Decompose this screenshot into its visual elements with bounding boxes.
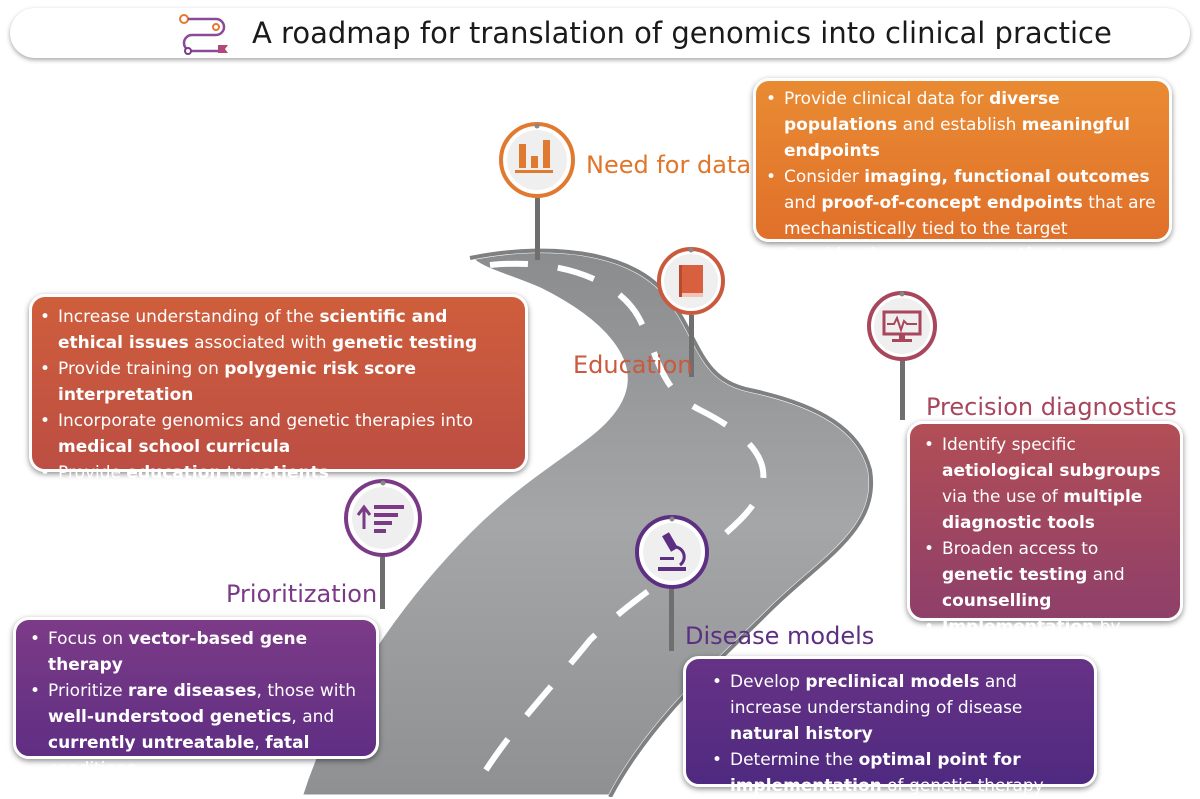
bullet-text-bold: imaging, functional outcomes <box>864 167 1150 187</box>
bullet-text: Identify specific <box>942 435 1076 455</box>
bullet-item: Determine the optimal point for implemen… <box>708 747 1084 799</box>
bullet-text: associated with <box>188 333 332 353</box>
box-prioritization: Focus on vector-based gene therapyPriori… <box>13 617 379 779</box>
bullet-text: Provide training on <box>58 359 225 379</box>
bullet-text-bold: currently untreatable <box>48 733 255 753</box>
bullet-item: Focus on vector-based gene therapy <box>26 626 368 678</box>
bullet-item: Provide training on polygenic risk score… <box>36 356 515 408</box>
bullet-item: Broaden access to genetic testing and co… <box>920 536 1172 614</box>
bullet-text-bold: polygenic risk score interpretation <box>58 359 416 405</box>
bullet-text: Focus on <box>48 629 129 649</box>
bar-chart-icon <box>515 140 553 173</box>
monitor-heartbeat-icon <box>882 310 922 342</box>
bullet-text: and <box>784 193 822 213</box>
sign-disease-models <box>632 513 712 657</box>
bullet-text: Provide <box>58 463 127 483</box>
bullet-text-bold: Implementation <box>942 617 1095 637</box>
bullet-text: of genetic therapy <box>881 776 1044 796</box>
bullet-text-bold: multiple diagnostic tools <box>942 487 1143 533</box>
bullet-text-bold: genetic testing <box>331 333 478 353</box>
book-icon <box>679 265 703 297</box>
bullet-item: Provide education to patients <box>36 460 515 486</box>
box-disease-models: Develop preclinical models and increase … <box>683 656 1097 796</box>
bullet-text-bold: medical school curricula <box>58 437 291 457</box>
bullet-text: to <box>221 463 250 483</box>
bullet-text: , those with <box>256 681 356 701</box>
bullet-item: Identify specific aetiological subgroups… <box>920 432 1172 536</box>
bullet-text-bold: rare diseases <box>127 681 257 701</box>
bullet-text: Incorporate genomics and genetic therapi… <box>58 411 474 431</box>
sign-education <box>655 245 727 384</box>
box-precision-diagnostics: Identify specific aetiological subgroups… <box>907 421 1183 663</box>
box-education: Increase understanding of the scientific… <box>29 294 528 486</box>
stage-label-need-for-data: Need for data <box>586 151 752 179</box>
bullet-text: Provide clinical data for <box>784 89 990 109</box>
bullet-item: Develop preclinical models and increase … <box>708 669 1084 747</box>
sign-precision-diagnostics <box>864 288 940 427</box>
bullet-item: Prioritize rare diseases, those with wel… <box>26 678 368 782</box>
bullet-text: and establish <box>897 115 1022 135</box>
bullet-text: that are mechanistically tied to the tar… <box>784 193 1156 239</box>
road-centerline <box>467 260 767 797</box>
bullet-text: and <box>1087 565 1125 585</box>
bullet-item: Consider the payer and patient perspecti… <box>762 242 1157 294</box>
title-bar: A roadmap for translation of genomics in… <box>10 8 1190 58</box>
bullet-text-bold: optimal point for implementation <box>730 750 1021 796</box>
bullet-text-bold: payer <box>897 245 952 265</box>
bullet-text-bold: vector-based gene therapy <box>48 629 308 675</box>
stage-label-education: Education <box>573 351 693 379</box>
bullet-text: and <box>951 245 995 265</box>
priority-list-icon <box>356 504 404 533</box>
bullet-text: Consider <box>784 167 865 187</box>
bullet-text-bold: preclinical models <box>805 672 980 692</box>
bullet-text: perspective <box>784 271 884 291</box>
bullet-text: Determine the <box>730 750 859 770</box>
stage-label-disease-models: Disease models <box>685 622 875 650</box>
bullet-text-bold: patients <box>249 463 329 483</box>
bullet-text-bold: patient <box>994 245 1064 265</box>
bullet-text: Develop <box>730 672 806 692</box>
microscope-icon <box>658 532 686 571</box>
page-title: A roadmap for translation of genomics in… <box>252 16 1112 50</box>
bullet-text-bold: diverse populations <box>784 89 1060 135</box>
bullet-text: Increase understanding of the <box>58 307 320 327</box>
sign-need-for-data <box>497 120 577 269</box>
bullet-item: Increase understanding of the scientific… <box>36 304 515 356</box>
bullet-text: , and <box>291 707 335 727</box>
bullet-text-bold: fatal <box>265 733 310 753</box>
bullet-item: Consider imaging, functional outcomes an… <box>762 164 1157 242</box>
bullet-text: Prioritize <box>48 681 128 701</box>
bullet-text-bold: genetic testing <box>942 565 1088 585</box>
bullet-text: Consider the <box>784 245 898 265</box>
bullet-text-bold: natural history <box>730 724 873 744</box>
bullet-text-bold: education <box>126 463 222 483</box>
bullet-text: Broaden access to <box>942 539 1099 559</box>
roadmap-route-icon <box>179 14 228 55</box>
bullet-text-bold: proof-of-concept endpoints <box>821 193 1083 213</box>
stage-label-prioritization: Prioritization <box>226 580 378 608</box>
bullet-text: and increase understanding of disease <box>730 672 1023 718</box>
bullet-text: by <box>1094 617 1121 637</box>
bullet-text-bold: scientific and ethical issues <box>58 307 448 353</box>
road-edge-right <box>469 248 874 797</box>
bullet-text-bold: well-understood genetics <box>48 707 292 727</box>
bullet-text-bold: meaningful endpoints <box>784 115 1130 161</box>
bullet-text-bold: counselling <box>942 591 1052 611</box>
bullet-item: Provide clinical data for diverse popula… <box>762 86 1157 164</box>
bullet-text: , <box>254 733 266 753</box>
bullet-text: conditions <box>48 759 136 779</box>
stage-label-precision-diagnostics: Precision diagnostics <box>926 393 1177 421</box>
bullet-item: Incorporate genomics and genetic therapi… <box>36 408 515 460</box>
bullet-text: via the use of <box>942 487 1064 507</box>
sign-prioritization <box>342 477 426 616</box>
bullet-text-bold: aetiological subgroups <box>942 461 1161 481</box>
box-need-for-data: Provide clinical data for diverse popula… <box>753 78 1172 291</box>
